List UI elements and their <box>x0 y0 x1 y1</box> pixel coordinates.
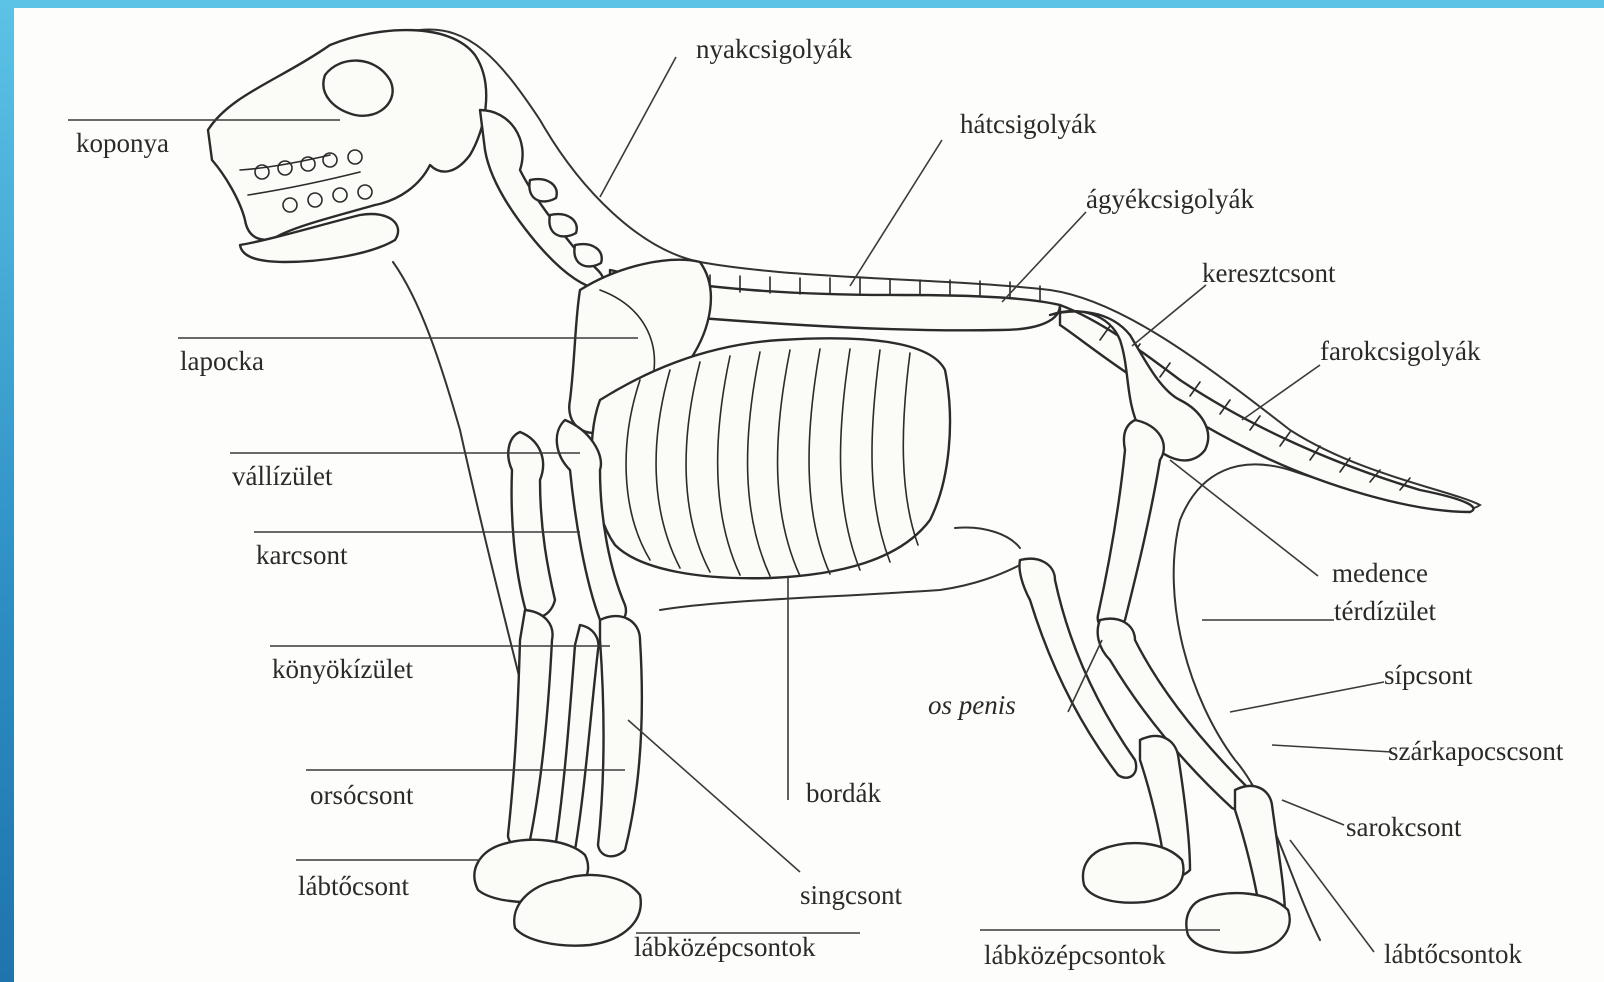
label-labtocsont: lábtőcsont <box>298 871 409 901</box>
label-orsocsont: orsócsont <box>310 780 414 810</box>
label-vallizulet: vállízület <box>232 461 333 491</box>
label-labtocsontok: lábtőcsontok <box>1384 939 1522 969</box>
ribcage <box>592 338 950 578</box>
label-agyekcsigolyak: ágyékcsigolyák <box>1086 184 1254 214</box>
label-singcsont: singcsont <box>800 880 903 910</box>
label-koponya: koponya <box>76 128 169 158</box>
label-terdizulet: térdízület <box>1334 596 1436 626</box>
label-medence: medence <box>1332 558 1428 588</box>
label-sipcsont: sípcsont <box>1384 660 1473 690</box>
label-keresztcsont: keresztcsont <box>1202 258 1336 288</box>
label-labkozepcsontok-hind: lábközépcsontok <box>984 940 1166 970</box>
label-labkozepcsontok-front: lábközépcsontok <box>634 932 816 962</box>
label-konyokizulet: könyökízület <box>272 654 413 684</box>
label-os-penis: os penis <box>928 690 1016 720</box>
label-lapocka: lapocka <box>180 346 264 376</box>
hind-legs <box>1019 311 1289 953</box>
label-nyakcsigolyak: nyakcsigolyák <box>696 34 852 64</box>
label-karcsont: karcsont <box>256 540 348 570</box>
label-szarkapocscsont: szárkapocscsont <box>1388 736 1564 766</box>
label-bordak: bordák <box>806 778 881 808</box>
skull <box>208 30 486 262</box>
label-sarokcsont: sarokcsont <box>1346 812 1462 842</box>
label-farokcsigolyak: farokcsigolyák <box>1320 336 1481 366</box>
label-hatcsigolyak: hátcsigolyák <box>960 109 1097 139</box>
